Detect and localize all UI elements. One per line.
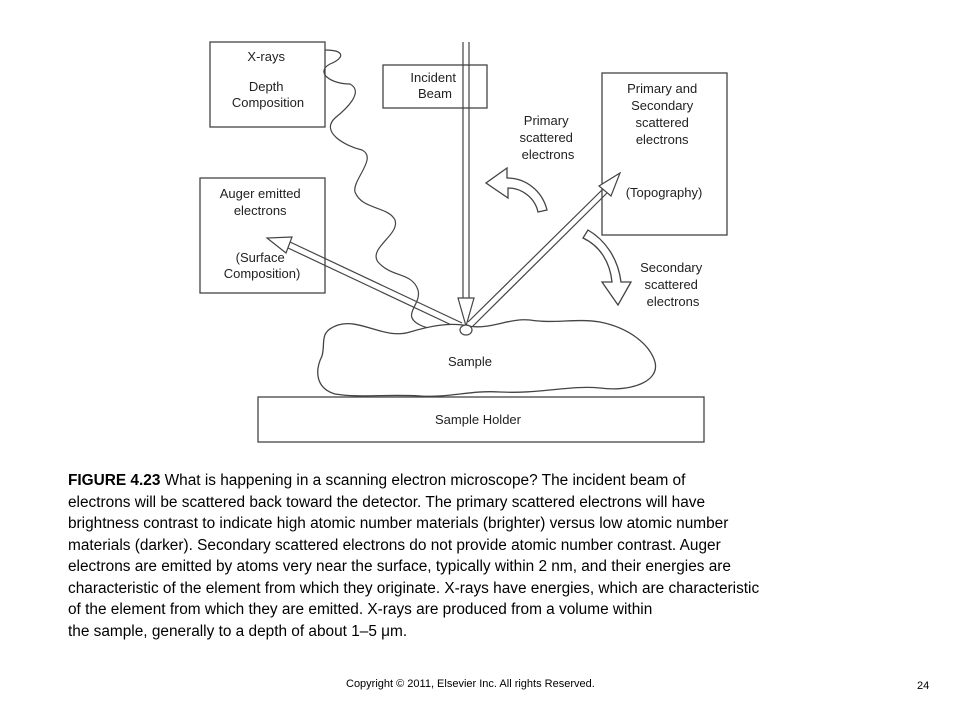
svg-text:Incident Beam: Incident Beam xyxy=(410,70,459,101)
caption-line-5: electrons are emitted by atoms very near… xyxy=(68,558,731,575)
composition-label: Composition xyxy=(232,95,304,110)
ps-label-4: electrons xyxy=(636,132,689,147)
incident-label-1: Incident xyxy=(410,70,456,85)
caption-line-3: brightness contrast to indicate high ato… xyxy=(68,515,729,532)
sample-holder-label: Sample Holder xyxy=(435,412,522,427)
page-number: 24 xyxy=(917,680,930,692)
primary-curved-arrow xyxy=(484,166,548,213)
topography-label: (Topography) xyxy=(626,185,703,200)
svg-text:Auger emitted electrons: Auger emitted electrons (Surface Composi… xyxy=(220,186,305,281)
copyright-notice: Copyright © 2011, Elsevier Inc. All righ… xyxy=(346,678,595,690)
caption-line-4: materials (darker). Secondary scattered … xyxy=(68,536,721,554)
sample-holder xyxy=(257,396,705,443)
caption-line-8: the sample, generally to a depth of abou… xyxy=(68,622,408,640)
primary-scattered-label-3: electrons xyxy=(522,147,575,162)
svg-text:Secondary scattered el: Secondary scattered electrons xyxy=(640,260,706,309)
depth-label: Depth xyxy=(249,79,284,94)
svg-text:X-rays Depth Compositi: X-rays Depth Composition xyxy=(232,49,304,110)
auger-label-3: (Surface xyxy=(236,250,285,265)
auger-label-2: electrons xyxy=(234,203,287,218)
xrays-label: X-rays xyxy=(247,49,285,64)
sem-diagram: X-rays Depth Composition Incident Beam P… xyxy=(199,41,728,443)
caption-line-1-text: What is happening in a scanning electron… xyxy=(160,472,686,489)
primary-scattered-arrow xyxy=(467,171,622,328)
secondary-scattered-label-2: scattered xyxy=(644,277,697,292)
auger-label-1: Auger emitted xyxy=(220,186,301,201)
figure-caption: FIGURE 4.23 What is happening in a scann… xyxy=(68,470,928,642)
secondary-curved-arrow xyxy=(582,229,633,307)
svg-text:Primary scattered elec: Primary scattered electrons xyxy=(519,113,576,162)
caption-line-6: characteristic of the element from which… xyxy=(68,579,760,597)
caption-line-7: of the element from which they are emitt… xyxy=(68,601,653,618)
primary-scattered-label-1: Primary xyxy=(524,113,569,128)
primary-scattered-label-2: scattered xyxy=(519,130,572,145)
incident-label-2: Beam xyxy=(418,86,452,101)
xray-wave xyxy=(323,49,463,331)
incident-beam-arrow xyxy=(457,42,475,329)
secondary-scattered-label-3: electrons xyxy=(647,294,700,309)
beam-spot xyxy=(459,324,473,336)
ps-label-1: Primary and xyxy=(627,81,697,96)
secondary-scattered-label-1: Secondary xyxy=(640,260,703,275)
svg-text:Primary and Secondary: Primary and Secondary scattered electron… xyxy=(626,81,703,200)
auger-arrow xyxy=(265,236,463,330)
caption-line-1: FIGURE 4.23 What is happening in a scann… xyxy=(68,470,928,492)
incident-beam-box xyxy=(382,64,488,109)
xrays-box xyxy=(209,41,326,128)
ps-label-3: scattered xyxy=(635,115,688,130)
auger-label-4: Composition) xyxy=(224,266,301,281)
ps-label-2: Secondary xyxy=(631,98,694,113)
primary-secondary-box xyxy=(601,72,728,236)
caption-line-2: electrons will be scattered back toward … xyxy=(68,493,706,511)
auger-box xyxy=(199,177,326,294)
figure-ref: FIGURE 4.23 xyxy=(68,472,161,489)
sample-label: Sample xyxy=(448,354,492,369)
